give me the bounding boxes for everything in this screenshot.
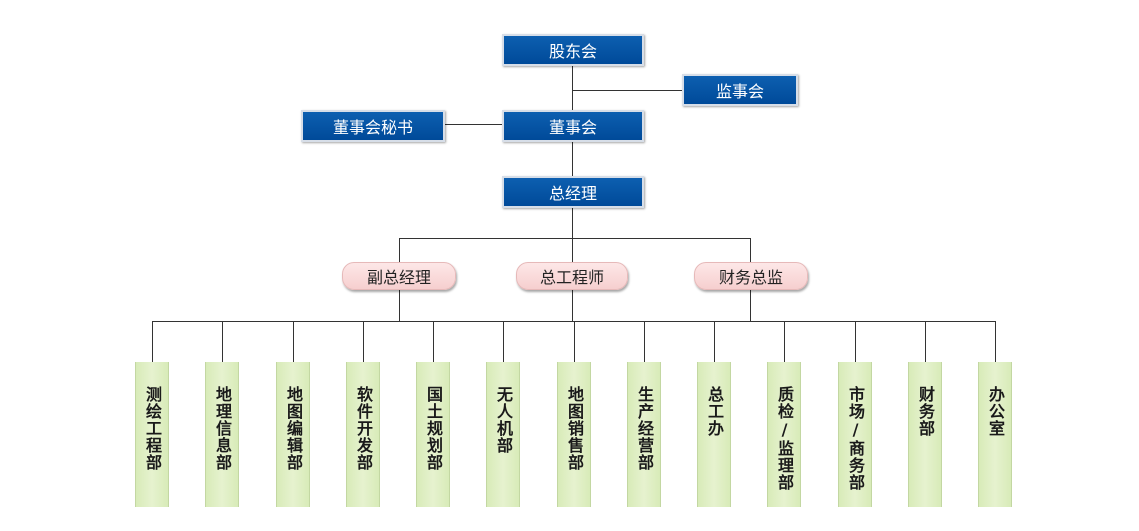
node-shareholders-label: 股东会 (548, 42, 597, 61)
node-general-manager: 总经理 (502, 176, 644, 208)
dept-quality-supervision: 质检/监理部 (767, 362, 801, 507)
dept-geo-information: 地理信息部 (205, 362, 239, 507)
dept-label: 地图编辑部 (284, 386, 303, 471)
node-supervisors: 监事会 (682, 74, 798, 106)
node-supervisors-label: 监事会 (715, 82, 764, 101)
dept-label: 地理信息部 (213, 386, 232, 471)
node-board-label: 董事会 (548, 118, 597, 137)
dept-label: 质检/监理部 (775, 386, 794, 491)
dept-label: 地图销售部 (565, 386, 584, 471)
dept-label: 市场/商务部 (846, 386, 865, 491)
node-board: 董事会 (502, 110, 644, 142)
node-cfo: 财务总监 (694, 262, 808, 290)
dept-land-planning: 国土规划部 (416, 362, 450, 507)
dept-survey-engineering: 测绘工程部 (135, 362, 169, 507)
dept-label: 总工办 (705, 386, 724, 437)
dept-label: 国土规划部 (424, 386, 443, 471)
dept-label: 软件开发部 (354, 386, 373, 471)
dept-finance: 财务部 (908, 362, 942, 507)
dept-label: 财务部 (916, 386, 935, 437)
node-chief-engineer: 总工程师 (516, 262, 628, 290)
dept-label: 无人机部 (494, 386, 513, 454)
node-shareholders: 股东会 (502, 34, 644, 66)
dept-market-business: 市场/商务部 (838, 362, 872, 507)
dept-label: 生产经营部 (635, 386, 654, 471)
dept-map-editing: 地图编辑部 (276, 362, 310, 507)
node-board-secretary-label: 董事会秘书 (332, 118, 413, 137)
dept-production-operations: 生产经营部 (627, 362, 661, 507)
dept-office: 办公室 (978, 362, 1012, 507)
node-chief-engineer-label: 总工程师 (539, 268, 604, 287)
dept-software-development: 软件开发部 (346, 362, 380, 507)
node-board-secretary: 董事会秘书 (301, 110, 445, 142)
dept-map-sales: 地图销售部 (557, 362, 591, 507)
dept-chief-engineer-office: 总工办 (697, 362, 731, 507)
node-cfo-label: 财务总监 (718, 268, 783, 287)
node-deputy-gm-label: 副总经理 (366, 268, 431, 287)
node-deputy-gm: 副总经理 (342, 262, 456, 290)
dept-drone: 无人机部 (486, 362, 520, 507)
dept-label: 办公室 (986, 386, 1005, 437)
dept-label: 测绘工程部 (143, 386, 162, 471)
node-general-manager-label: 总经理 (548, 184, 597, 203)
